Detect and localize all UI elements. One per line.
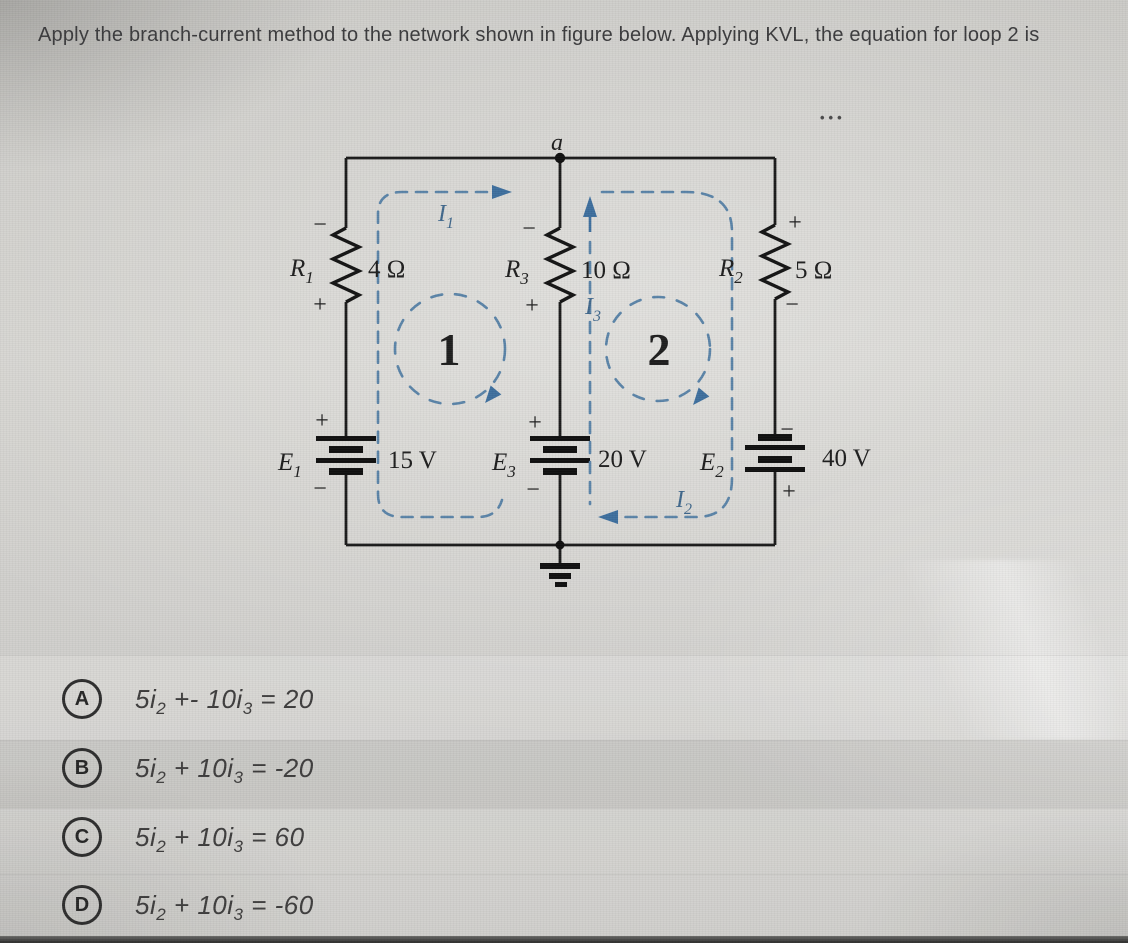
resistor-r2-symbol (757, 223, 793, 301)
loop2-dashed-path (600, 190, 734, 519)
e3-bottom-polarity: − (526, 477, 540, 503)
source-e3-label: E3 (491, 449, 516, 481)
source-e2-label: E2 (699, 449, 724, 481)
current-i1-label: I1 (437, 201, 454, 232)
resistor-r1-label: R1 (289, 255, 314, 287)
question-text: Apply the branch-current method to the n… (38, 24, 1040, 46)
e1-top-polarity: + (315, 408, 329, 434)
source-e3-value: 20 V (598, 446, 647, 473)
screen-bottom-edge (0, 936, 1128, 943)
current-i2-label: I2 (675, 487, 692, 518)
battery-e1-symbol (316, 436, 376, 475)
resistor-r3-value: 10 Ω (581, 257, 631, 284)
option-band (0, 874, 1128, 936)
option-a[interactable]: A 5i2 +- 10i3 = 20 (62, 679, 314, 719)
current-i3-label: I3 (584, 294, 601, 325)
resistor-r1-value: 4 Ω (368, 256, 405, 283)
source-e1-value: 15 V (388, 447, 437, 474)
option-band (0, 655, 1128, 740)
resistor-r2-value: 5 Ω (795, 257, 832, 284)
option-b-equation: 5i2 + 10i3 = -20 (135, 752, 314, 787)
e1-bottom-polarity: − (313, 476, 327, 502)
resistor-r2-label: R2 (718, 255, 743, 287)
option-band (0, 808, 1128, 874)
source-e2-value: 40 V (822, 445, 871, 472)
r1-bottom-polarity: + (313, 292, 327, 318)
option-c-equation: 5i2 + 10i3 = 60 (135, 821, 305, 856)
e2-top-polarity: − (780, 417, 794, 443)
r2-bottom-polarity: − (785, 292, 799, 318)
r2-top-polarity: + (788, 210, 802, 236)
more-options-icon[interactable]: ••• (820, 110, 846, 125)
loop1-number: 1 (438, 324, 461, 375)
option-a-radio[interactable]: A (62, 679, 102, 719)
e2-bottom-polarity: + (782, 479, 796, 505)
loop2-number: 2 (648, 324, 671, 375)
circuit-wires (344, 156, 777, 563)
node-a-label: a (551, 130, 563, 156)
battery-e2-symbol (745, 434, 805, 472)
loop1-rotation-circle (393, 292, 507, 406)
option-c-radio[interactable]: C (62, 817, 102, 857)
option-d-radio[interactable]: D (62, 885, 102, 925)
r1-top-polarity: − (313, 212, 327, 238)
option-d-equation: 5i2 + 10i3 = -60 (135, 889, 314, 924)
option-band (0, 740, 1128, 808)
node-a-dot (554, 152, 566, 164)
node-bottom-dot (555, 540, 565, 550)
option-b-radio[interactable]: B (62, 748, 102, 788)
loop2-rotation-arrowhead (693, 387, 710, 406)
resistor-r3-label: R3 (504, 256, 529, 288)
r3-bottom-polarity: + (525, 293, 539, 319)
option-b[interactable]: B 5i2 + 10i3 = -20 (62, 748, 314, 788)
options-backdrop (0, 655, 1128, 936)
loop1-dashed-path (376, 190, 504, 519)
current-i2-arrowhead (598, 510, 618, 524)
source-e1-label: E1 (277, 449, 302, 481)
current-i1-arrowhead (492, 185, 512, 199)
resistor-r3-symbol (542, 226, 578, 304)
battery-e3-symbol (530, 436, 590, 475)
option-d[interactable]: D 5i2 + 10i3 = -60 (62, 885, 314, 925)
option-c[interactable]: C 5i2 + 10i3 = 60 (62, 817, 305, 857)
loop2-rotation-circle (604, 295, 712, 403)
loop1-rotation-arrowhead (485, 385, 502, 404)
r3-top-polarity: − (522, 216, 536, 242)
option-a-equation: 5i2 +- 10i3 = 20 (135, 683, 314, 718)
resistor-r1-symbol (328, 226, 364, 304)
ground-symbol (540, 563, 580, 587)
current-i3-arrowhead (583, 196, 597, 217)
e3-top-polarity: + (528, 410, 542, 436)
